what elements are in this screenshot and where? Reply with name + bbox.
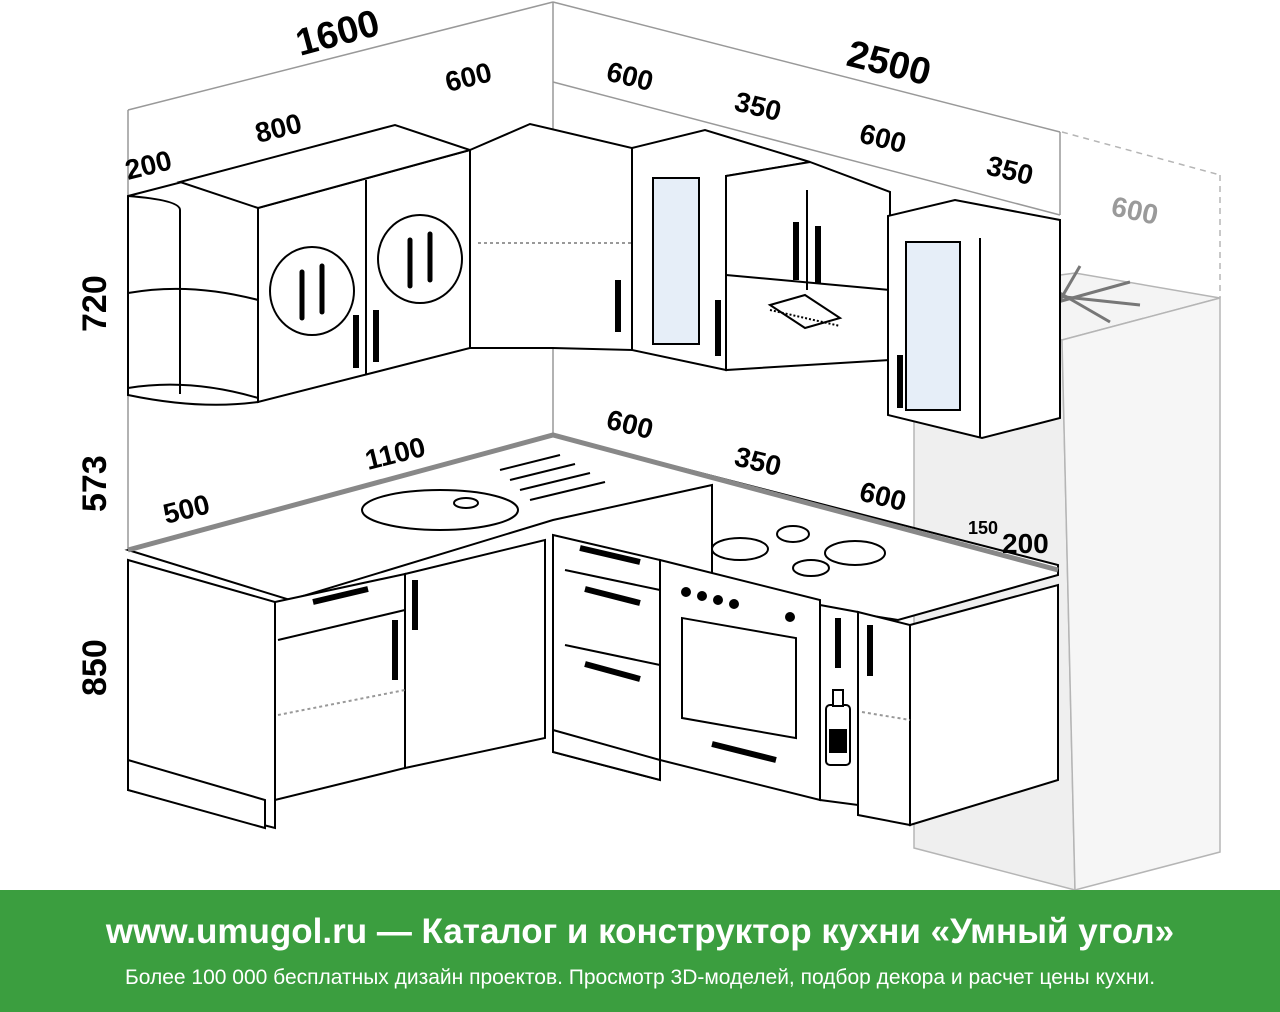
- dim-lower-500: 500: [160, 488, 213, 529]
- dim-fridge-600: 600: [1109, 191, 1161, 231]
- dim-upper-total-right: 2500: [843, 33, 935, 94]
- dim-lower-600-a: 600: [604, 404, 657, 445]
- dim-upper-600-left: 600: [442, 56, 495, 97]
- range-hood-icon: [767, 293, 843, 330]
- dim-height-573: 573: [76, 455, 114, 512]
- dim-height-720: 720: [76, 275, 114, 332]
- dim-upper-600-right: 600: [857, 118, 910, 159]
- dim-upper-600-corner: 600: [604, 56, 657, 97]
- dim-upper-350-a: 350: [732, 86, 785, 127]
- footer-banner: www.umugol.ru — Каталог и конструктор ку…: [0, 890, 1280, 1012]
- sink-icon: [361, 489, 519, 531]
- upper-corner-cabinet: [469, 122, 633, 352]
- dim-lower-350: 350: [732, 441, 785, 482]
- dim-height-850: 850: [76, 639, 114, 696]
- dim-gap-200: 200: [1002, 528, 1049, 559]
- dim-gap-150: 150: [968, 518, 998, 538]
- dim-upper-350-b: 350: [984, 150, 1037, 191]
- dim-lower-600-b: 600: [857, 476, 910, 517]
- upper-cabinet-800: [176, 123, 474, 404]
- oven-icon: [681, 587, 797, 763]
- walls: [127, 1, 1061, 550]
- lower-cabinets: [127, 533, 1059, 830]
- upper-shelf-open: [127, 180, 259, 406]
- upper-hood-cabinet: [725, 160, 891, 372]
- hob-icon: [711, 525, 886, 577]
- bottle-icon: [825, 689, 851, 766]
- upper-glass-cabinet-right: [887, 198, 1061, 440]
- upper-glass-cabinet-left: [631, 128, 811, 372]
- dim-upper-200: 200: [122, 144, 175, 185]
- cutlery-icon: [299, 231, 433, 321]
- countertop: [124, 432, 1059, 622]
- dim-upper-total-left: 1600: [291, 2, 384, 64]
- footer-subtitle: Более 100 000 бесплатных дизайн проектов…: [124, 966, 1156, 989]
- kitchen-drawing: 1600 2500 200 800 600 600 350 600 350 60…: [76, 1, 1221, 890]
- drainer-lines: [499, 454, 606, 501]
- footer-title[interactable]: www.umugol.ru — Каталог и конструктор ку…: [105, 912, 1175, 951]
- dim-upper-800: 800: [252, 107, 305, 148]
